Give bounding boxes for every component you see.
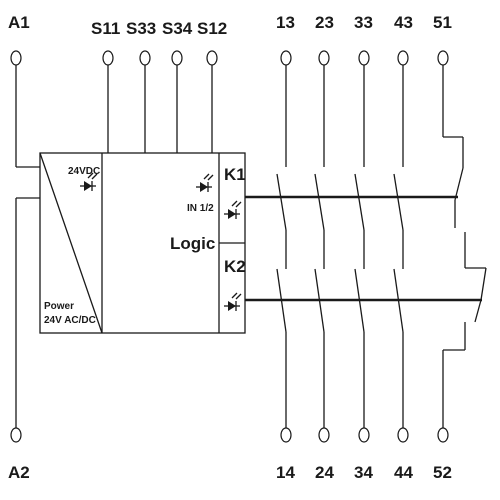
terminal-label-s34: S34 xyxy=(162,19,193,38)
relay-module: 24VDC Power 24V AC/DC IN 1/2 Logic K1 K2 xyxy=(39,152,246,334)
terminal-13 xyxy=(280,50,292,66)
terminal-s33 xyxy=(139,50,151,66)
terminal-label-33: 33 xyxy=(354,13,373,32)
terminal-a1 xyxy=(10,50,22,66)
terminal-14 xyxy=(280,427,292,443)
terminal-33 xyxy=(358,50,370,66)
led-supply-icon xyxy=(80,172,98,191)
led-k1-icon xyxy=(224,200,242,219)
terminal-label-43: 43 xyxy=(394,13,413,32)
contact-43-44 xyxy=(393,65,404,428)
supply-wiring xyxy=(15,65,40,428)
terminal-23 xyxy=(318,50,330,66)
terminal-s11 xyxy=(102,50,114,66)
terminal-label-44: 44 xyxy=(394,463,413,482)
terminal-label-51: 51 xyxy=(433,13,452,32)
relay-k2-label: K2 xyxy=(224,257,246,276)
terminal-s12 xyxy=(206,50,218,66)
terminal-label-s33: S33 xyxy=(126,19,156,38)
contact-13-14 xyxy=(276,65,287,428)
terminal-52 xyxy=(437,427,449,443)
contact-23-24 xyxy=(314,65,325,428)
led-input-icon xyxy=(196,173,214,192)
terminal-43 xyxy=(397,50,409,66)
logic-label: Logic xyxy=(170,234,215,253)
terminal-label-a2: A2 xyxy=(8,463,30,482)
terminal-label-s12: S12 xyxy=(197,19,227,38)
terminal-34 xyxy=(358,427,370,443)
terminal-label-52: 52 xyxy=(433,463,452,482)
terminal-label-14: 14 xyxy=(276,463,295,482)
power-section-diagonal xyxy=(39,152,103,334)
terminal-label-13: 13 xyxy=(276,13,295,32)
contact-51-52 xyxy=(442,65,487,428)
terminal-s34 xyxy=(171,50,183,66)
contact-33-34 xyxy=(354,65,365,428)
terminal-a2 xyxy=(10,427,22,443)
power-voltage-label: 24V AC/DC xyxy=(44,315,96,326)
terminal-circles xyxy=(10,50,449,443)
terminal-label-a1: A1 xyxy=(8,13,30,32)
relay-k1-label: K1 xyxy=(224,165,246,184)
terminal-label-34: 34 xyxy=(354,463,373,482)
power-label: Power xyxy=(44,301,74,312)
input-wiring xyxy=(107,65,213,153)
terminal-label-24: 24 xyxy=(315,463,334,482)
input-label: IN 1/2 xyxy=(187,203,214,214)
terminal-label-s11: S11 xyxy=(91,19,120,38)
terminal-label-23: 23 xyxy=(315,13,334,32)
terminal-51 xyxy=(437,50,449,66)
supply-voltage-label: 24VDC xyxy=(68,166,100,177)
terminal-44 xyxy=(397,427,409,443)
terminal-24 xyxy=(318,427,330,443)
led-k2-icon xyxy=(224,292,242,311)
